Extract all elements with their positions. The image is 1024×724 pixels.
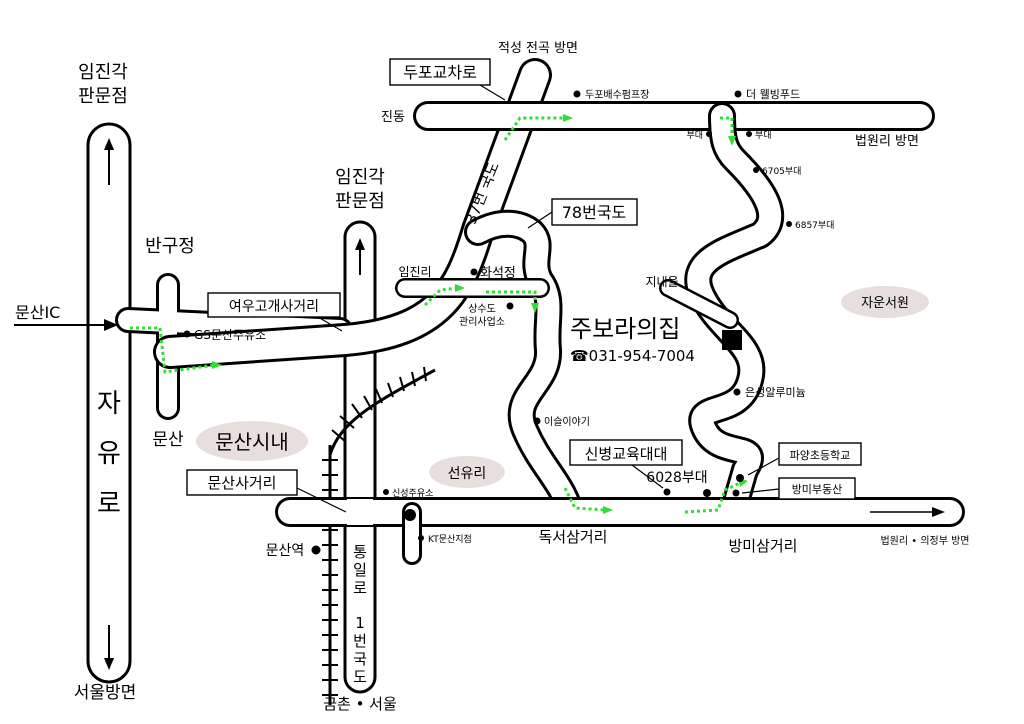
east-arrow-bottom bbox=[870, 507, 945, 517]
gs-gas-dot bbox=[183, 330, 191, 338]
munsan-downtown-label: 문산시내 bbox=[215, 430, 289, 454]
jayuro-char-2: 유 bbox=[97, 439, 121, 469]
tongilro-char-1: 통 bbox=[353, 543, 367, 561]
dokseo-road bbox=[275, 497, 965, 565]
dokseo-intersection-label: 독서삼거리 bbox=[538, 528, 607, 546]
bangujeong-label: 반구정 bbox=[145, 236, 195, 257]
destination-marker[interactable] bbox=[722, 330, 742, 350]
iseul-label: 이슬이야기 bbox=[544, 416, 590, 428]
bangmi-intersection-label: 방미삼거리 bbox=[728, 537, 797, 555]
panmunjeom-mid-label: 판문점 bbox=[335, 191, 385, 212]
jayuro-road bbox=[86, 122, 132, 684]
water-office-dot bbox=[506, 302, 514, 310]
hwaseokjeong-label: 화석정 bbox=[480, 266, 516, 281]
jayuro-char-3: 로 bbox=[97, 489, 121, 519]
eunseong-dot bbox=[733, 388, 741, 396]
route78-callout-text: 78번국도 bbox=[562, 203, 627, 222]
realty-dot bbox=[732, 489, 740, 497]
sinseong-gas-label: 신성주유소 bbox=[392, 488, 433, 499]
route1-char-4: 도 bbox=[353, 668, 367, 686]
unit-left-dot bbox=[706, 131, 712, 137]
railway-curve bbox=[328, 366, 436, 456]
iseul-dot bbox=[533, 417, 541, 425]
welling-food-label: 더 웰빙푸드 bbox=[746, 88, 800, 101]
driving-route bbox=[130, 114, 748, 514]
unit-left-label: 부대 bbox=[686, 130, 703, 141]
route1-char-2: 번 bbox=[353, 632, 367, 650]
imjinri-label: 임진리 bbox=[398, 265, 431, 279]
beobwon-uijeongbu-label: 법원리 • 의정부 방면 bbox=[880, 535, 969, 547]
jinaeul-label: 지내울 bbox=[645, 275, 678, 289]
school-dot bbox=[736, 474, 744, 482]
jaunseowon-label: 자운서원 bbox=[861, 296, 909, 311]
welling-food-dot bbox=[734, 90, 742, 98]
munsan-intersection-callout-text: 문산사거리 bbox=[207, 474, 276, 492]
jayuro-south-arrow bbox=[104, 625, 114, 670]
jayuro-north-arrow bbox=[104, 138, 114, 185]
water-office-label-1: 상수도 bbox=[468, 303, 496, 315]
dupo-pump-dot bbox=[573, 90, 581, 98]
panmunjeom-left-label: 판문점 bbox=[78, 86, 128, 107]
sinseong-gas-dot bbox=[383, 489, 389, 495]
destination-phone: ☎031-954-7004 bbox=[570, 347, 695, 365]
jinaeul-road bbox=[659, 279, 739, 329]
school-callout: 파양초등학교 bbox=[747, 442, 862, 476]
munsan-ic-arrow bbox=[14, 319, 118, 331]
unit-6857-label: 6857부대 bbox=[795, 220, 834, 231]
intersection-dot-2 bbox=[703, 489, 711, 497]
unit-right-dot bbox=[746, 131, 752, 137]
unit-6028-dot bbox=[663, 488, 671, 496]
intersection-dot-1 bbox=[404, 509, 416, 521]
jeokseong-direction-label: 적성 전곡 방면 bbox=[498, 41, 578, 56]
route1-char-1: 1 bbox=[355, 614, 365, 632]
munsan-station-label: 문산역 bbox=[266, 543, 305, 559]
kt-label: KT문산지점 bbox=[428, 533, 472, 545]
jaunseowon-blob bbox=[841, 286, 929, 318]
poi-dots bbox=[183, 90, 792, 555]
yeougogae-callout: 여우고개사거리 bbox=[207, 292, 343, 332]
unit-right-label: 부대 bbox=[755, 130, 772, 141]
imjingak-mid-label: 임진각 bbox=[335, 167, 385, 188]
jindong-label: 진동 bbox=[381, 110, 405, 125]
kt-dot bbox=[418, 535, 424, 541]
route78-callout: 78번국도 bbox=[527, 198, 638, 229]
gs-gas-label: GS문산주유소 bbox=[194, 328, 266, 342]
seoul-direction-label: 서울방면 bbox=[74, 683, 137, 703]
hwaseokjeong-dot bbox=[470, 268, 478, 276]
munsan-intersection-callout: 문산사거리 bbox=[186, 469, 347, 513]
tongilro-char-2: 일 bbox=[353, 561, 367, 579]
sinbyeong-callout-text: 신병교육대대 bbox=[585, 445, 668, 463]
unit-6857-dot bbox=[786, 221, 792, 227]
tongilro-char-3: 로 bbox=[353, 579, 367, 597]
unit-6028-label: 6028부대 bbox=[646, 470, 707, 486]
yeougogae-callout-text: 여우고개사거리 bbox=[229, 299, 319, 315]
unit-6705-label: 6705부대 bbox=[762, 166, 801, 177]
imjingak-left-label: 임진각 bbox=[78, 62, 128, 83]
dupo-pump-label: 두포배수펌프장 bbox=[585, 89, 649, 101]
water-office-label-2: 관리사업소 bbox=[459, 315, 505, 328]
dupo-callout: 두포교차로 bbox=[389, 58, 506, 101]
geumchon-seoul-label: 금촌 • 서울 bbox=[323, 695, 397, 713]
beobwon-direction-label: 법원리 방면 bbox=[855, 134, 919, 149]
seonyuri-blob bbox=[429, 456, 505, 488]
school-callout-text: 파양초등학교 bbox=[790, 449, 851, 462]
destination-name: 주보라의집 bbox=[570, 315, 680, 343]
railway-south bbox=[322, 445, 338, 705]
munsan-ic-label: 문산IC bbox=[15, 303, 60, 322]
route78-road bbox=[464, 209, 584, 524]
route1-north-arrow bbox=[355, 238, 365, 275]
realty-callout-text: 방미부동산 bbox=[792, 483, 843, 496]
seonyuri-label: 선유리 bbox=[448, 466, 487, 482]
dupo-callout-text: 두포교차로 bbox=[403, 63, 477, 82]
route1-char-3: 국 bbox=[353, 650, 367, 668]
unit-6705-dot bbox=[753, 167, 759, 173]
eunseong-label: 은성알루미늄 bbox=[745, 385, 806, 399]
munsan-downtown-blob bbox=[196, 421, 308, 461]
station-dot bbox=[311, 545, 321, 555]
sinbyeong-callout: 신병교육대대 bbox=[569, 439, 683, 489]
jayuro-char-1: 자 bbox=[97, 389, 121, 419]
munsan-label: 문산 bbox=[152, 430, 184, 450]
realty-callout: 방미부동산 bbox=[741, 477, 856, 500]
